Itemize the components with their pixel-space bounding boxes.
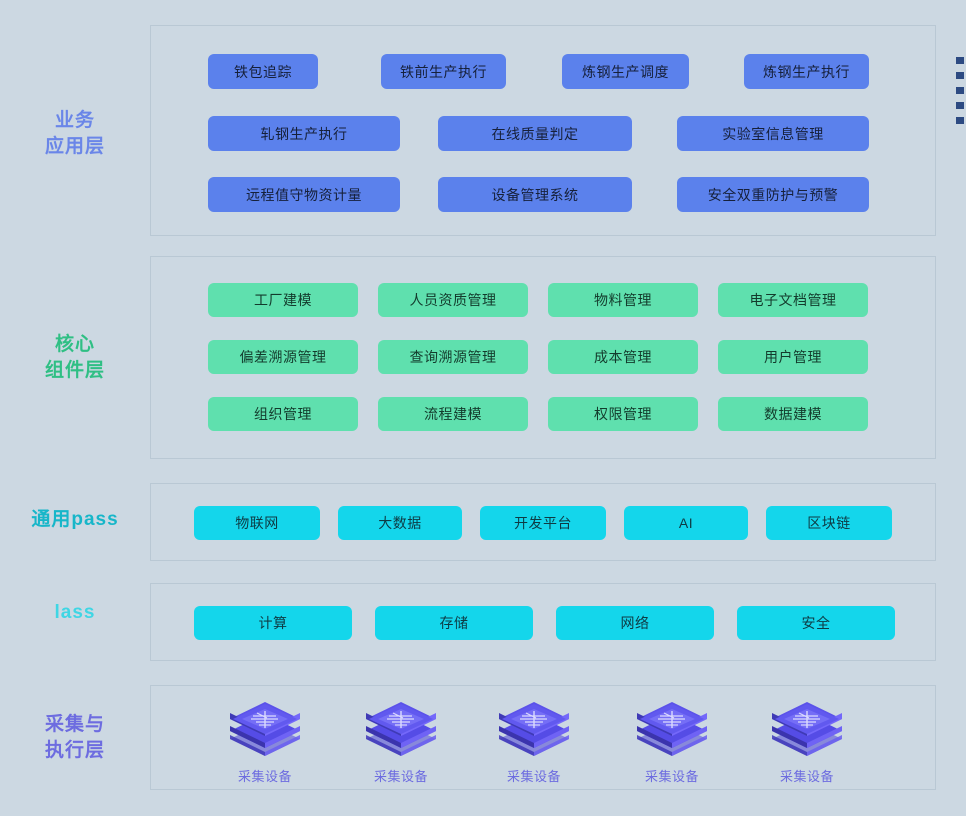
- card-business-0-1[interactable]: 铁前生产执行: [381, 54, 506, 89]
- device-label: 采集设备: [779, 769, 834, 784]
- layer-box-iaas: [150, 583, 936, 661]
- cube-3d-icon: [637, 702, 707, 756]
- card-iaas-0-0[interactable]: 计算: [194, 606, 352, 640]
- layer-box-business: [150, 25, 936, 236]
- device-1[interactable]: 采集设备: [341, 698, 461, 785]
- layer-label-collect: 采集与 执行层: [44, 714, 105, 761]
- card-business-1-0[interactable]: 轧钢生产执行: [208, 116, 400, 151]
- card-core-2-3[interactable]: 数据建模: [718, 397, 868, 431]
- layer-label-core: 核心 组件层: [44, 334, 105, 381]
- card-core-2-0[interactable]: 组织管理: [208, 397, 358, 431]
- layer-label-business: 业务 应用层: [44, 110, 105, 157]
- card-pass-0-3[interactable]: AI: [624, 506, 748, 540]
- card-business-1-2[interactable]: 实验室信息管理: [677, 116, 869, 151]
- device-4[interactable]: 采集设备: [747, 698, 867, 785]
- legend-marker: [956, 117, 964, 124]
- cube-3d-icon: [772, 702, 842, 756]
- card-pass-0-0[interactable]: 物联网: [194, 506, 320, 540]
- card-business-2-1[interactable]: 设备管理系统: [438, 177, 632, 212]
- layer-box-pass: [150, 483, 936, 561]
- card-iaas-0-2[interactable]: 网络: [556, 606, 714, 640]
- card-business-2-0[interactable]: 远程值守物资计量: [208, 177, 400, 212]
- card-business-1-1[interactable]: 在线质量判定: [438, 116, 632, 151]
- layer-box-core: [150, 256, 936, 459]
- device-label: 采集设备: [237, 769, 292, 784]
- device-0[interactable]: 采集设备: [205, 698, 325, 785]
- card-iaas-0-3[interactable]: 安全: [737, 606, 895, 640]
- device-label: 采集设备: [644, 769, 699, 784]
- card-core-0-1[interactable]: 人员资质管理: [378, 283, 528, 317]
- card-core-1-1[interactable]: 查询溯源管理: [378, 340, 528, 374]
- card-business-0-2[interactable]: 炼钢生产调度: [562, 54, 689, 89]
- card-core-0-3[interactable]: 电子文档管理: [718, 283, 868, 317]
- cube-3d-icon: [499, 702, 569, 756]
- card-business-0-3[interactable]: 炼钢生产执行: [744, 54, 869, 89]
- legend-marker: [956, 102, 964, 109]
- cube-3d-icon: [230, 702, 300, 756]
- device-label: 采集设备: [373, 769, 428, 784]
- edge-marker-group: [956, 57, 966, 132]
- device-label: 采集设备: [506, 769, 561, 784]
- layer-box-collect: [150, 685, 936, 790]
- device-3[interactable]: 采集设备: [612, 698, 732, 785]
- device-2[interactable]: 采集设备: [474, 698, 594, 785]
- card-core-0-2[interactable]: 物料管理: [548, 283, 698, 317]
- card-business-2-2[interactable]: 安全双重防护与预警: [677, 177, 869, 212]
- card-pass-0-4[interactable]: 区块链: [766, 506, 892, 540]
- card-core-2-1[interactable]: 流程建模: [378, 397, 528, 431]
- card-pass-0-2[interactable]: 开发平台: [480, 506, 606, 540]
- card-core-1-2[interactable]: 成本管理: [548, 340, 698, 374]
- layer-label-pass: 通用pass: [31, 509, 119, 530]
- card-core-1-3[interactable]: 用户管理: [718, 340, 868, 374]
- card-business-0-0[interactable]: 铁包追踪: [208, 54, 318, 89]
- card-core-2-2[interactable]: 权限管理: [548, 397, 698, 431]
- cube-3d-icon: [366, 702, 436, 756]
- legend-marker: [956, 57, 964, 64]
- layer-label-iaas: lass: [54, 602, 96, 623]
- legend-marker: [956, 72, 964, 79]
- card-core-0-0[interactable]: 工厂建模: [208, 283, 358, 317]
- card-core-1-0[interactable]: 偏差溯源管理: [208, 340, 358, 374]
- card-pass-0-1[interactable]: 大数据: [338, 506, 462, 540]
- legend-marker: [956, 87, 964, 94]
- card-iaas-0-1[interactable]: 存储: [375, 606, 533, 640]
